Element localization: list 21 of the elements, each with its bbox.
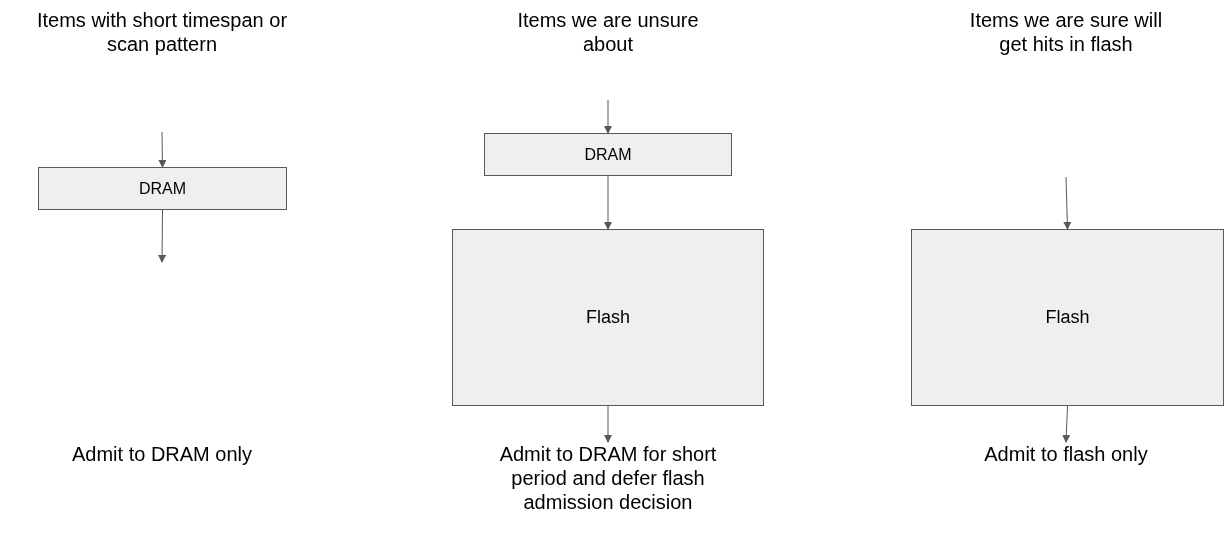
caption-text: Items we are sure will get hits in flash: [968, 8, 1164, 56]
arrow: [158, 131, 167, 168]
caption-text: Items with short timespan or scan pattern: [35, 8, 289, 56]
arrow: [158, 209, 167, 263]
caption-text: Admit to DRAM only: [70, 442, 254, 466]
arrow: [1063, 176, 1072, 230]
arrow: [604, 175, 612, 230]
box-label: Flash: [1045, 307, 1090, 328]
caption-text: Admit to flash only: [936, 442, 1196, 470]
caption-text: Admit to DRAM for short period and defer flash admission decision: [478, 442, 738, 518]
arrow: [604, 99, 612, 134]
arrow: [604, 405, 612, 443]
box-label: DRAM: [584, 145, 632, 164]
process-box: [452, 229, 764, 406]
arrow: [1062, 405, 1071, 443]
box-label: DRAM: [138, 179, 187, 198]
box-label: Flash: [586, 307, 630, 328]
process-box: [484, 133, 732, 176]
caption-text: Items we are unsure about: [516, 8, 700, 56]
process-box: [38, 167, 287, 210]
process-box: [911, 229, 1224, 406]
